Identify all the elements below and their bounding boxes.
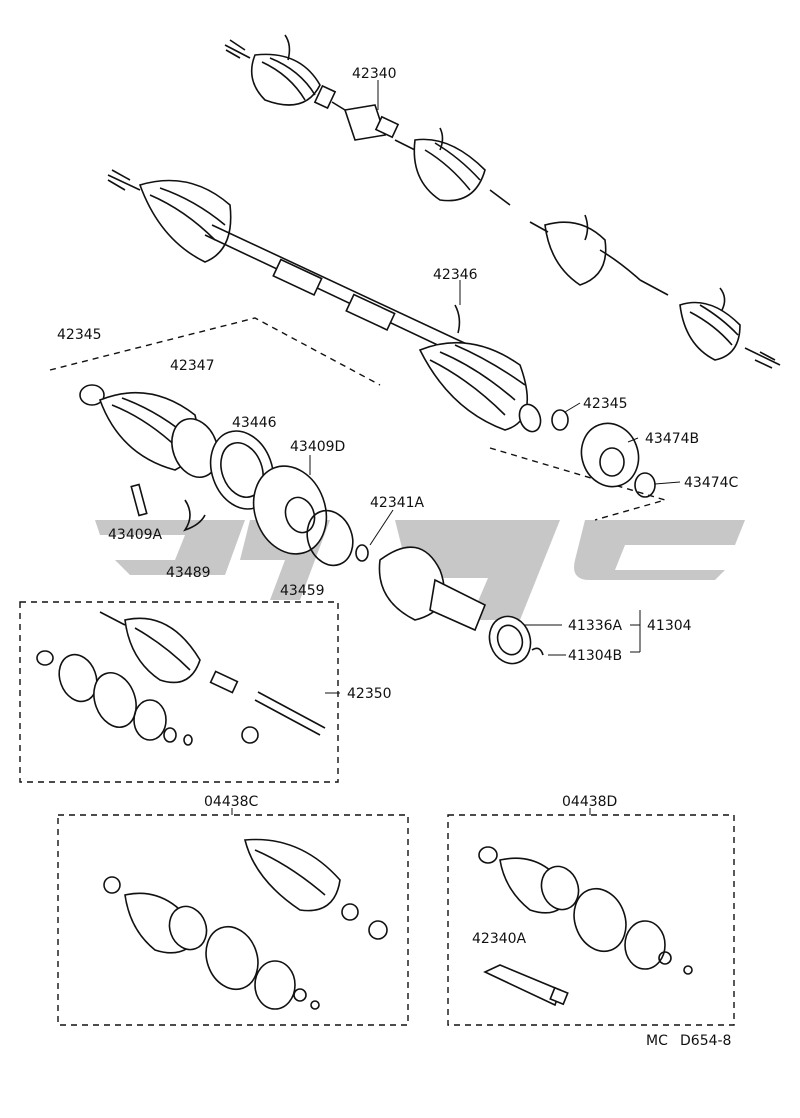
callout-labels: 42340 42346 42345 42347 42345 43446 4340… [57, 66, 739, 947]
label-41304: 41304 [647, 618, 692, 634]
upper-drive-shaft [224, 34, 781, 369]
label-42350: 42350 [347, 686, 392, 702]
label-42347: 42347 [170, 358, 215, 374]
main-drive-shaft [107, 169, 542, 433]
label-43446: 43446 [232, 415, 277, 431]
label-43474B: 43474B [645, 431, 699, 447]
footer-code-left: MC [646, 1033, 668, 1049]
label-41304B: 41304B [568, 648, 622, 664]
kit-04438D-parts [478, 846, 693, 1007]
label-43409D: 43409D [290, 439, 345, 455]
label-42345-right: 42345 [583, 396, 628, 412]
label-42340: 42340 [352, 66, 397, 82]
kit-42350-parts [36, 611, 326, 746]
leader-lines [231, 80, 681, 815]
label-04438D: 04438D [562, 794, 617, 810]
label-43409A: 43409A [108, 527, 163, 543]
kit-04438C-outline [57, 814, 409, 1026]
label-42340A: 42340A [472, 931, 527, 947]
inner-joint-kit-outline [49, 317, 668, 521]
label-41336A: 41336A [568, 618, 623, 634]
inner-joint-parts [79, 384, 656, 665]
label-04438C: 04438C [204, 794, 259, 810]
label-43459: 43459 [280, 583, 325, 599]
kit-04438D-outline [447, 814, 735, 1026]
footer-code-right: D654-8 [680, 1033, 731, 1049]
kit-42350-outline [19, 601, 339, 783]
label-43474C: 43474C [684, 475, 739, 491]
kit-04438C-parts [103, 838, 388, 1010]
label-42341A: 42341A [370, 495, 425, 511]
label-43489: 43489 [166, 565, 211, 581]
label-42345-left: 42345 [57, 327, 102, 343]
label-42346: 42346 [433, 267, 478, 283]
